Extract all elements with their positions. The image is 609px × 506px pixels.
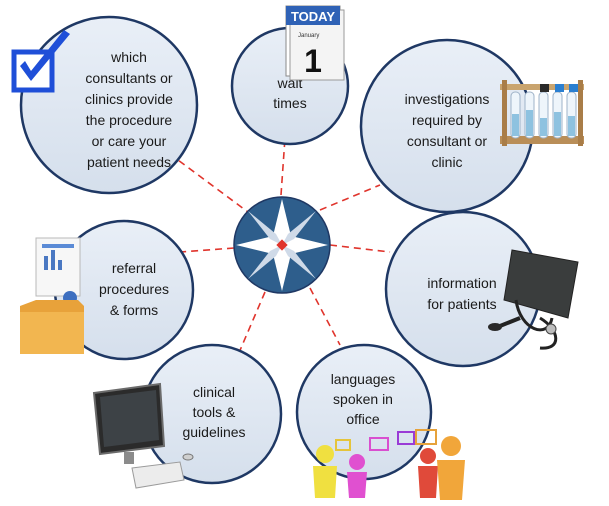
- test-tubes-icon: [500, 80, 584, 146]
- node-label-line: tools &: [193, 404, 236, 420]
- folder-documents-icon: [20, 237, 84, 354]
- node-label-line: spoken in: [333, 391, 393, 407]
- node-label-line: required by: [412, 112, 482, 128]
- node-label-line: consultants or: [85, 70, 172, 86]
- node-label-line: information: [427, 275, 496, 291]
- connector-wait-times: [280, 137, 286, 196]
- node-label-line: clinics provide: [85, 91, 173, 107]
- people-speech-icon: [313, 429, 465, 500]
- node-label-line: times: [273, 95, 306, 111]
- node-label-consultants: which consultants or clinics provide the pr…: [85, 49, 173, 170]
- node-label-investigations: investigations required by consultant or cl…: [405, 91, 490, 170]
- node-label-line: clinical: [193, 384, 235, 400]
- calendar-icon: TODAY January 1: [285, 5, 345, 81]
- node-label-line: which: [110, 49, 147, 65]
- node-label-line: guidelines: [182, 424, 245, 440]
- node-label-clinical-tools: clinical tools & guidelines: [182, 384, 245, 440]
- node-label-line: for patients: [427, 296, 496, 312]
- blood-pressure-cuff-icon: [488, 249, 579, 350]
- calendar-day: 1: [304, 43, 322, 79]
- compass-star-icon: [233, 196, 331, 294]
- connector-consultants: [177, 159, 253, 216]
- node-label-line: & forms: [110, 302, 158, 318]
- node-label-line: consultant or: [407, 133, 487, 149]
- connector-clinical-tools: [237, 291, 266, 356]
- connector-investigations: [319, 184, 381, 211]
- connector-languages: [309, 287, 341, 346]
- node-label-line: languages: [331, 371, 396, 387]
- node-label-languages: languages spoken in office: [331, 371, 396, 427]
- connector-info-patients: [329, 244, 391, 253]
- calendar-header: TODAY: [291, 9, 335, 24]
- computer-icon: [92, 382, 194, 489]
- node-consultants: [19, 15, 199, 195]
- node-label-line: patient needs: [87, 154, 171, 170]
- calendar-month: January: [298, 33, 319, 39]
- node-label-referral: referral procedures & forms: [99, 260, 169, 318]
- node-label-line: procedures: [99, 281, 169, 297]
- checkbox-checked-icon: [11, 30, 70, 93]
- node-label-line: clinic: [431, 154, 462, 170]
- node-label-line: investigations: [405, 91, 490, 107]
- node-label-line: or care your: [92, 133, 167, 149]
- connector-referral: [179, 247, 235, 253]
- connector-lines: [177, 137, 391, 356]
- node-label-line: the procedure: [86, 112, 173, 128]
- node-label-line: office: [346, 411, 379, 427]
- node-label-line: referral: [112, 260, 156, 276]
- node-label-info-patients: information for patients: [427, 275, 496, 312]
